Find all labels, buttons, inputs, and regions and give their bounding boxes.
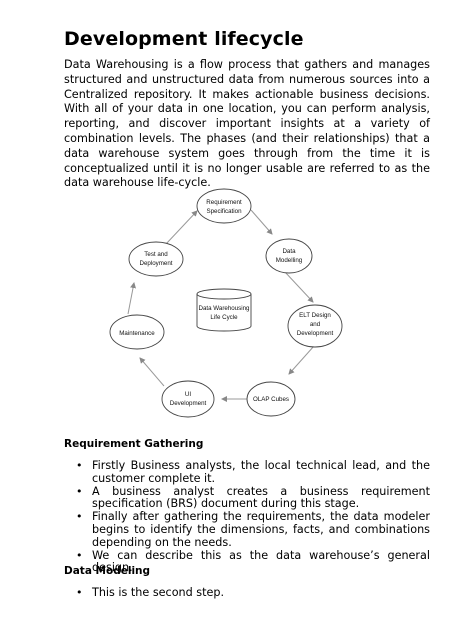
node-maintenance: Maintenance	[109, 314, 165, 350]
node-ui-development: UI Development	[161, 380, 215, 418]
bullet-dot-icon: •	[76, 484, 83, 498]
bullet-dot-icon: •	[76, 548, 83, 562]
list-item-text: A business analyst creates a business re…	[92, 484, 430, 511]
list-item: • Firstly Business analysts, the local te…	[64, 459, 430, 486]
node-label: and	[310, 321, 321, 328]
arrow-elt-to-olap	[288, 345, 315, 375]
cycle-arrows	[127, 209, 315, 402]
arrow-data-to-elt	[284, 271, 314, 303]
center-label: Data Warehousing	[198, 305, 250, 312]
node-olap-cubes: OLAP Cubes	[246, 381, 296, 417]
list-item-text: This is the second step.	[92, 586, 225, 599]
arrow-ui-to-maint	[139, 357, 165, 387]
arrow-test-to-req	[165, 210, 198, 245]
node-test-deployment: Test and Deployment	[128, 241, 184, 277]
node-label: ELT Design	[299, 312, 331, 319]
requirement-gathering-list: • Firstly Business analysts, the local te…	[64, 459, 430, 576]
bullet-dot-icon: •	[76, 510, 83, 524]
list-item-text: Finally after gathering the requirements…	[92, 510, 430, 549]
node-data-modelling: Data Modelling	[265, 238, 313, 274]
bullet-dot-icon: •	[76, 586, 83, 599]
arrow-maint-to-test	[127, 282, 136, 315]
page-title: Development lifecycle	[64, 28, 304, 50]
lifecycle-diagram: Requirement Specification Data Modelling…	[109, 188, 343, 418]
node-label: Development	[297, 330, 334, 337]
list-item-text: Firstly Business analysts, the local tec…	[92, 459, 430, 485]
node-label: Maintenance	[119, 330, 155, 337]
node-label: Data	[282, 248, 296, 255]
list-item: • This is the second step.	[64, 586, 430, 600]
node-requirement-specification: Requirement Specification	[196, 188, 252, 224]
list-item: • A business analyst creates a business r…	[64, 484, 430, 512]
list-item: • We can describe this as the data wareho…	[64, 548, 430, 576]
node-label: UI	[185, 391, 191, 398]
node-elt-design-development: ELT Design and Development	[287, 304, 343, 348]
node-label: Deployment	[139, 260, 172, 267]
section-heading-requirement-gathering: Requirement Gathering	[64, 438, 204, 450]
list-item: • Finally after gathering the requirement…	[64, 510, 430, 549]
bullet-dot-icon: •	[76, 459, 83, 472]
center-label: Life Cycle	[210, 314, 238, 321]
section-heading-data-modeling: Data Modeling	[64, 565, 151, 577]
node-label: Test and	[144, 251, 168, 258]
data-modeling-list: • This is the second step.	[64, 586, 430, 600]
center-cylinder-database: Data Warehousing Life Cycle	[196, 288, 252, 332]
arrow-req-to-data	[250, 209, 273, 235]
node-label: Modelling	[276, 257, 303, 264]
node-label: Requirement	[206, 199, 242, 206]
node-label: Development	[170, 400, 207, 407]
list-item-text: We can describe this as the data warehou…	[92, 548, 430, 575]
intro-paragraph: Data Warehousing is a flow process that …	[64, 58, 430, 190]
node-label: Specification	[206, 208, 242, 215]
node-label: OLAP Cubes	[253, 396, 289, 403]
